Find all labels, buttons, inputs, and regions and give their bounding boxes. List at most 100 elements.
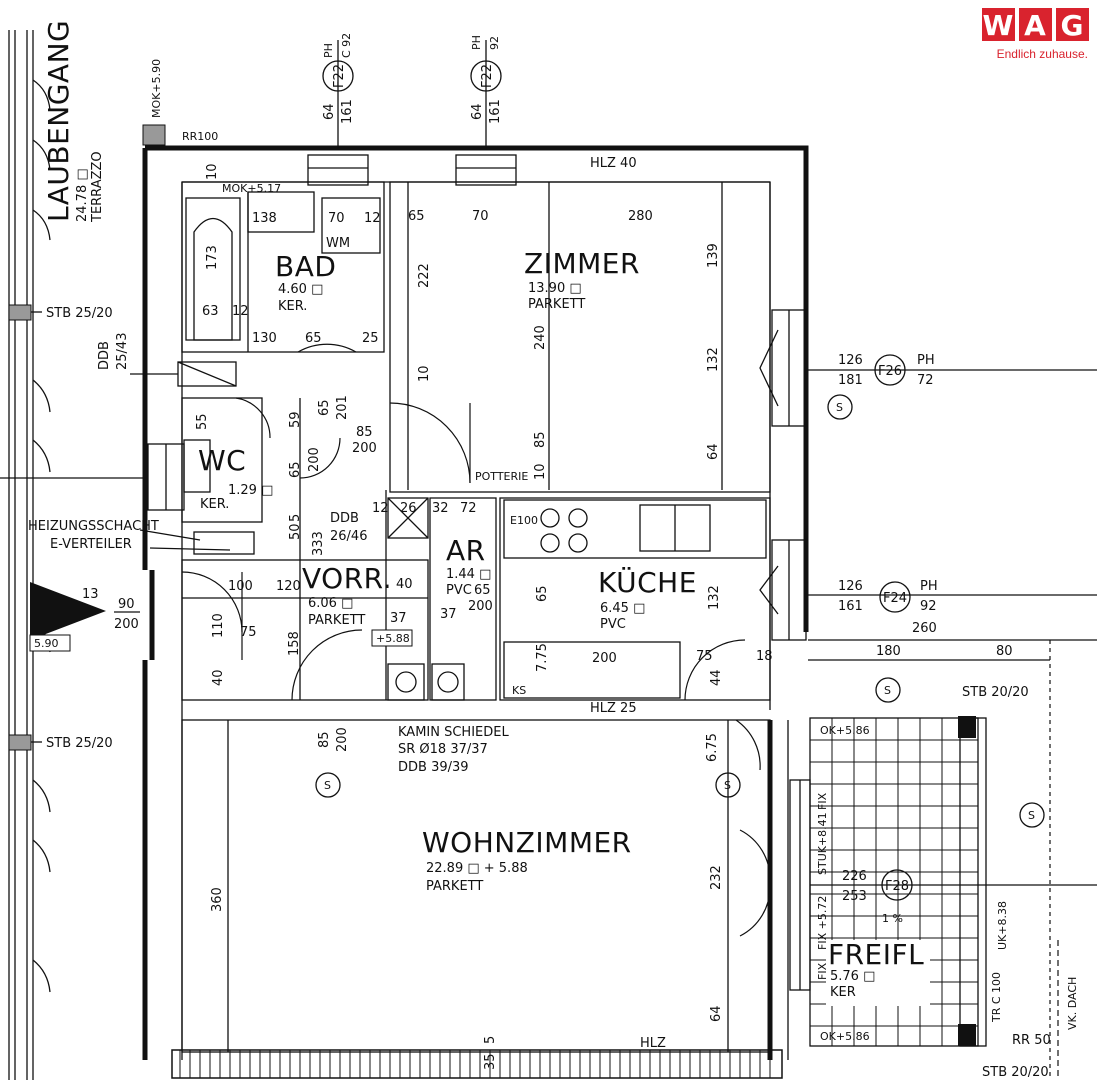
heating-shaft bbox=[193, 531, 255, 555]
room-floor: PARKETT bbox=[426, 879, 483, 894]
window-tag: PH bbox=[920, 579, 938, 594]
dim: 12 bbox=[372, 501, 389, 516]
door-swing bbox=[181, 571, 243, 633]
entry-level: 5.90 bbox=[34, 637, 59, 650]
logo-letter: A bbox=[1024, 9, 1046, 42]
level-label: OK+5.86 bbox=[820, 1030, 870, 1043]
window-sub: C 92 bbox=[340, 33, 353, 58]
logo-box-w bbox=[982, 8, 1015, 41]
room-area: 1.44 □ bbox=[446, 567, 491, 582]
window-id: F24 bbox=[883, 591, 907, 606]
dim: 85 bbox=[317, 731, 332, 748]
dim: 132 bbox=[706, 347, 721, 372]
dim: 120 bbox=[276, 579, 301, 594]
rr-label: RR 50 bbox=[1012, 1033, 1051, 1048]
dim: 65 bbox=[535, 585, 550, 602]
dim: 64 bbox=[706, 443, 721, 460]
dim: 110 bbox=[211, 613, 226, 638]
dim: 59 bbox=[288, 411, 303, 428]
window-tag-circle bbox=[881, 869, 913, 901]
dim: 130 bbox=[252, 331, 277, 346]
room-name: WC bbox=[198, 444, 246, 477]
room-area: 4.60 □ bbox=[278, 282, 323, 297]
stove-burner-icon bbox=[540, 508, 560, 528]
room-area: 22.89 □ + 5.88 bbox=[426, 861, 528, 876]
fix-label: FIX bbox=[816, 962, 829, 980]
room-area: 6.45 □ bbox=[600, 601, 645, 616]
door-swing bbox=[389, 402, 471, 484]
svg-text:S: S bbox=[324, 779, 331, 792]
corridor-area: 24.78 □ bbox=[75, 168, 90, 222]
dim: 139 bbox=[706, 243, 721, 268]
dim: 44 bbox=[709, 669, 724, 686]
uk-label: UK+8.38 bbox=[996, 901, 1009, 950]
dim: 232 bbox=[709, 865, 724, 890]
dim: 65 bbox=[305, 331, 322, 346]
dim: 7.75 bbox=[535, 643, 550, 672]
stb-label: STB 20/20 bbox=[982, 1065, 1049, 1080]
room-area: 5.76 □ bbox=[830, 969, 875, 984]
dim: 90 bbox=[118, 597, 135, 612]
dim: 5 bbox=[483, 1036, 498, 1044]
dim: 50 bbox=[288, 523, 303, 540]
room-name: BAD bbox=[275, 250, 336, 283]
window-height: 253 bbox=[842, 889, 867, 904]
room-floor: PARKETT bbox=[308, 613, 365, 628]
dim: 65 bbox=[317, 399, 332, 416]
room-zimmer bbox=[389, 181, 771, 493]
fixture-label: KS bbox=[512, 684, 526, 697]
column-marker bbox=[142, 124, 166, 146]
dim: 12 bbox=[232, 304, 249, 319]
room-name: FREIFL bbox=[828, 938, 924, 971]
fix-label: FIX bbox=[816, 792, 829, 810]
door-swing bbox=[739, 885, 771, 937]
dim: 40 bbox=[211, 669, 226, 686]
window-f22b bbox=[455, 154, 517, 186]
dim: 10 bbox=[205, 163, 220, 180]
dim: 132 bbox=[707, 585, 722, 610]
heating-shaft-label: HEIZUNGSSCHACHT bbox=[28, 519, 159, 534]
dim: 63 bbox=[202, 304, 219, 319]
dim: 360 bbox=[210, 887, 225, 912]
dim: 200 bbox=[468, 599, 493, 614]
window-width: 126 bbox=[838, 579, 863, 594]
dim: 100 bbox=[228, 579, 253, 594]
logo-letter: W bbox=[983, 9, 1014, 42]
dim: 72 bbox=[460, 501, 477, 516]
socket-icon bbox=[715, 772, 741, 798]
svg-text:S: S bbox=[884, 684, 891, 697]
stb-label: STB 20/20 bbox=[962, 685, 1029, 700]
window-tag-circle bbox=[879, 581, 911, 613]
room-name: AR bbox=[446, 534, 486, 567]
dim: 260 bbox=[912, 621, 937, 636]
logo-box-a bbox=[1019, 8, 1052, 41]
fixture-label: E100 bbox=[510, 514, 538, 527]
window-id: F26 bbox=[878, 364, 902, 379]
door-swing bbox=[735, 719, 761, 771]
dim: 280 bbox=[628, 209, 653, 224]
mok-top-label: MOK+5.90 bbox=[150, 59, 163, 118]
door-swing bbox=[291, 629, 363, 701]
room-area: 1.29 □ bbox=[228, 483, 273, 498]
wall-label: HLZ 25 bbox=[590, 701, 637, 716]
dim: 5 bbox=[288, 514, 303, 522]
shaft-dim: 25/43 bbox=[115, 333, 130, 370]
dim: 37 bbox=[440, 607, 457, 622]
dim: 64 bbox=[709, 1005, 724, 1022]
socket-icon bbox=[315, 772, 341, 798]
dim: 10 bbox=[533, 463, 548, 480]
door-swing bbox=[235, 397, 271, 439]
window-id: F22 bbox=[480, 64, 495, 88]
dim: 200 bbox=[114, 617, 139, 632]
room-wohnzimmer bbox=[181, 719, 771, 1053]
dim: 26 bbox=[400, 501, 417, 516]
socket-icon bbox=[827, 394, 853, 420]
corridor-floor: TERRAZZO bbox=[90, 151, 105, 223]
room-kueche bbox=[499, 497, 771, 701]
dim: 80 bbox=[996, 644, 1013, 659]
dim: 173 bbox=[205, 245, 220, 270]
dim: 158 bbox=[287, 631, 302, 656]
shaft-label: DDB bbox=[97, 341, 112, 370]
dim: 240 bbox=[533, 325, 548, 350]
